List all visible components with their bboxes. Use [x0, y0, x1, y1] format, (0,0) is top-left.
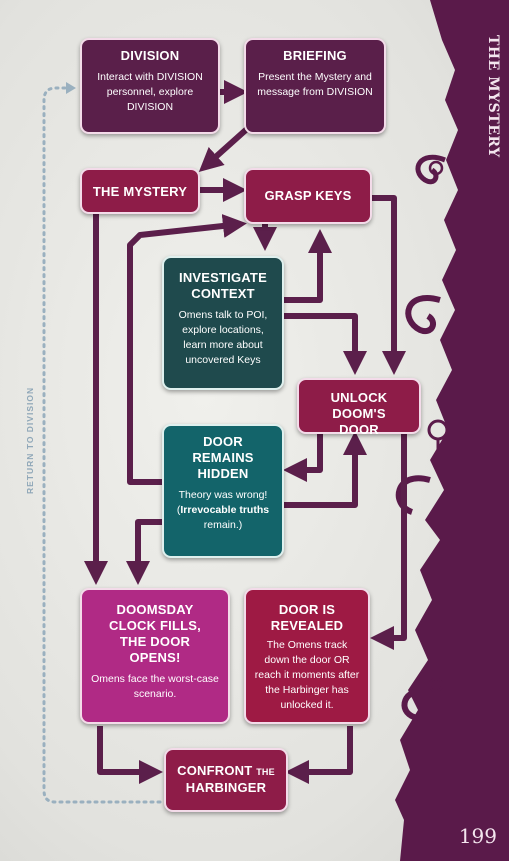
node-doomsday-clock: DOOMSDAY CLOCK FILLS, THE DOOR OPENS! Om… — [80, 588, 230, 724]
desc-bold: Irrevocable truths — [180, 504, 270, 516]
desc-part: Theory was wrong! ( — [176, 489, 268, 516]
node-desc: Interact with DIVISION personnel, explor… — [97, 71, 203, 113]
node-unlock-dooms-door: UNLOCK DOOM'S DOOR — [297, 378, 421, 437]
node-desc: Omens face the worst-case scenario. — [91, 673, 219, 700]
node-the-mystery: THE MYSTERY — [80, 168, 200, 214]
node-desc: Present the Mystery and message from DIV… — [257, 71, 373, 98]
desc-part: remain.) — [203, 519, 243, 531]
node-briefing: BRIEFING Present the Mystery and message… — [244, 38, 386, 134]
node-title: DOOR REMAINS HIDDEN — [192, 434, 254, 481]
title-part: CONFRONT — [177, 763, 257, 778]
page-number: 199 — [458, 824, 497, 848]
node-door-is-revealed: DOOR IS REVEALED The Omens track down th… — [244, 588, 370, 724]
node-desc: Theory was wrong! (Irrevocable truths re… — [172, 488, 274, 533]
node-title: DIVISION — [120, 48, 180, 63]
node-desc: Omens talk to POI, explore locations, le… — [178, 309, 268, 366]
node-title: UNLOCK DOOM'S DOOR — [330, 390, 388, 437]
node-investigate-context: INVESTIGATE CONTEXT Omens talk to POI, e… — [162, 256, 284, 390]
title-part: HARBINGER — [185, 780, 267, 795]
node-title: CONFRONT THE HARBINGER — [174, 763, 278, 796]
node-title: DOOMSDAY CLOCK FILLS, THE DOOR OPENS! — [109, 602, 201, 665]
node-grasp-keys: GRASP KEYS — [244, 168, 372, 224]
node-title: GRASP KEYS — [264, 188, 352, 203]
node-title: THE MYSTERY — [92, 184, 188, 199]
node-title: BRIEFING — [283, 48, 347, 63]
node-division: DIVISION Interact with DIVISION personne… — [80, 38, 220, 134]
node-door-remains-hidden: DOOR REMAINS HIDDEN Theory was wrong! (I… — [162, 424, 284, 558]
node-title: DOOR IS REVEALED — [270, 602, 344, 633]
node-confront-harbinger: CONFRONT THE HARBINGER — [164, 748, 288, 812]
node-title: INVESTIGATE CONTEXT — [179, 270, 267, 301]
title-small: THE — [256, 767, 275, 777]
chapter-title: THE MYSTERY — [485, 35, 501, 158]
return-to-division-label: RETURN TO DIVISION — [25, 386, 35, 494]
node-desc: The Omens track down the door OR reach i… — [254, 639, 360, 711]
